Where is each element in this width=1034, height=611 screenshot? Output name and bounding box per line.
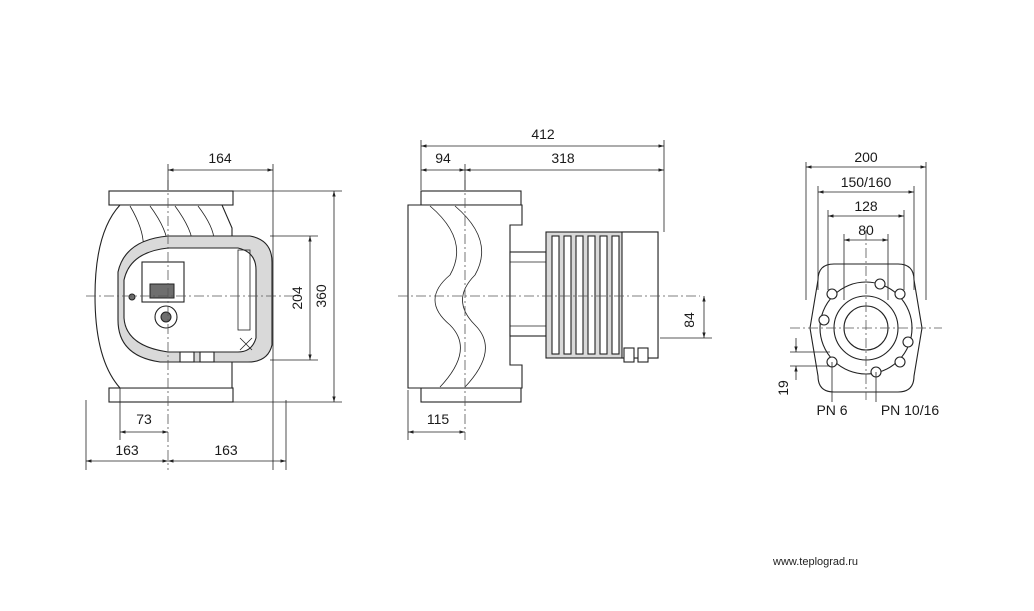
front-view-dimensions: 164 204 360 73 163 163	[85, 150, 342, 470]
dim-84: 84	[681, 312, 697, 328]
dim-80: 80	[858, 222, 874, 238]
dim-318: 318	[551, 150, 575, 166]
label-pn6: PN 6	[816, 402, 847, 418]
side-view-dimensions: 412 94 318 84 115	[407, 126, 712, 440]
dim-204: 204	[289, 286, 305, 310]
flange-dimensions: 200 150/160 128 80 19 PN 6 PN 10/16	[775, 149, 939, 418]
dim-412: 412	[531, 126, 555, 142]
label-pn10-16: PN 10/16	[881, 402, 940, 418]
flange-view	[790, 230, 942, 400]
dim-150-160: 150/160	[841, 174, 892, 190]
dim-128: 128	[854, 198, 878, 214]
dim-73: 73	[136, 411, 152, 427]
dim-163-left: 163	[115, 442, 139, 458]
dim-163-right: 163	[214, 442, 238, 458]
footer-url[interactable]: www.teplograd.ru	[773, 556, 858, 568]
dim-115: 115	[427, 411, 450, 427]
motor-fins	[551, 235, 620, 355]
dim-200: 200	[854, 149, 878, 165]
dim-94: 94	[435, 150, 451, 166]
side-view	[398, 180, 700, 440]
dim-19: 19	[775, 380, 791, 396]
front-view	[86, 180, 300, 470]
dim-360: 360	[313, 284, 329, 308]
dim-164: 164	[208, 150, 232, 166]
